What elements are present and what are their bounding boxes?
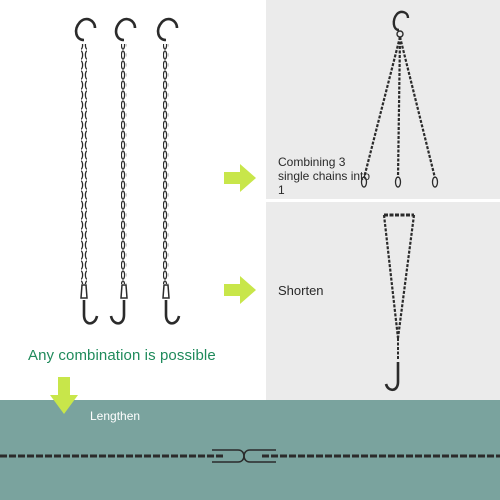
s-hook-icon [114,17,137,42]
combined-chain [360,10,439,188]
s-hook-icon [164,300,181,325]
single-chain-3 [156,17,181,325]
s-hook-icon [109,300,126,325]
s-hook-icon [384,362,400,392]
shorten-caption: Shorten [278,283,324,298]
panel-divider [266,199,500,202]
s-hook-icon [74,17,97,42]
combining-caption: Combining 3 single chains into 1 [278,155,371,197]
arrow-right-icon [224,276,256,304]
single-chain-1 [74,17,99,325]
shortened-chain-panel [266,201,500,400]
lengthen-caption: Lengthen [90,409,141,423]
single-chain-2 [109,17,137,325]
lengthened-chain [0,449,500,463]
single-chains-panel [0,0,266,400]
shortened-chain [382,213,416,392]
arrow-down-icon [50,377,78,414]
s-hook-icon [156,17,179,42]
s-hook-icon [392,10,410,32]
s-hook-icon [82,300,99,325]
arrow-right-icon [224,164,256,192]
any-combination-caption: Any combination is possible [28,347,216,364]
